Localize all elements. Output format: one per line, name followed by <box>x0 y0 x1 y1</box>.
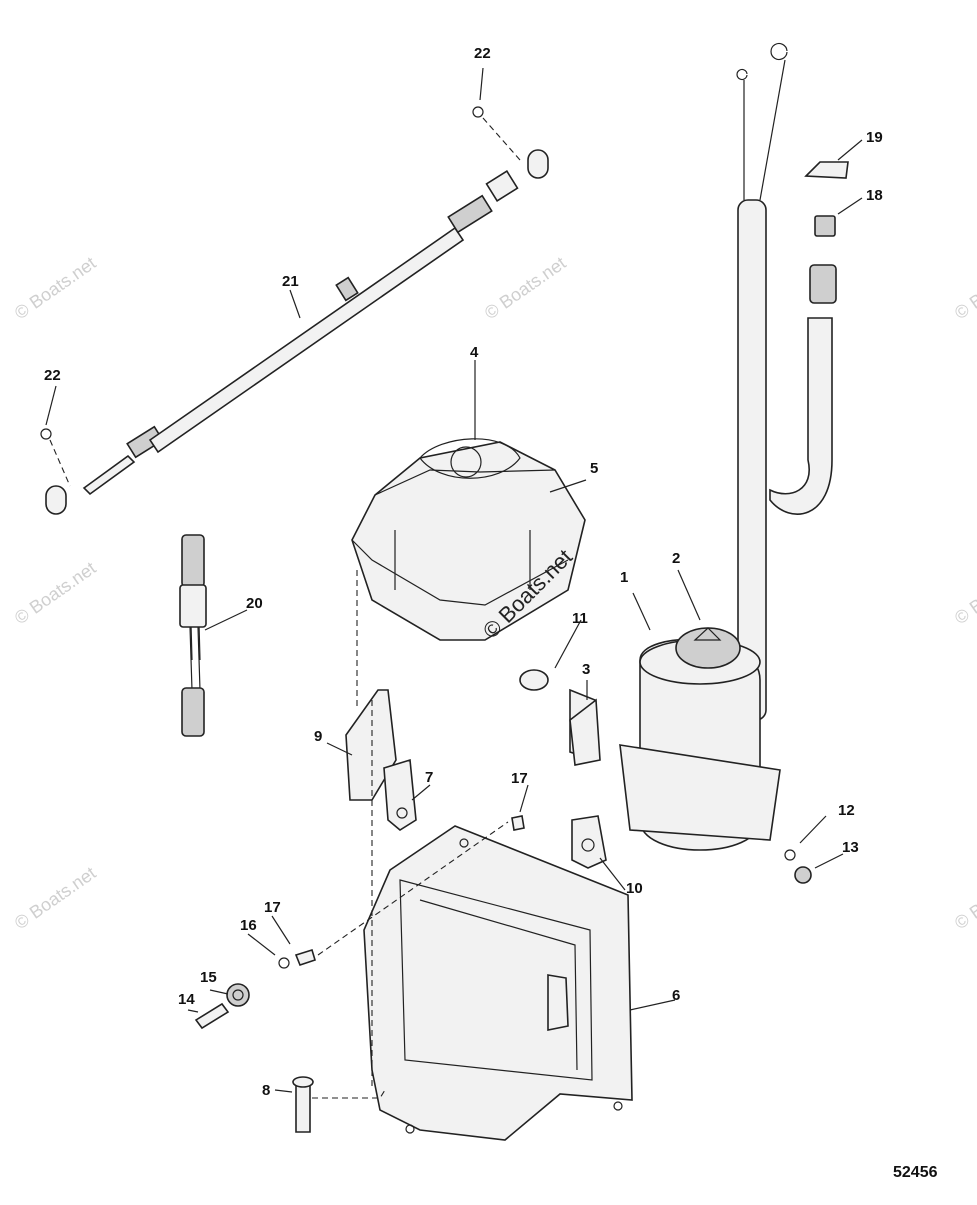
callout-label: 20 <box>246 595 263 612</box>
callout-label: 4 <box>470 344 479 361</box>
callout-label: 10 <box>626 880 643 897</box>
callout-label: 18 <box>866 187 883 204</box>
callout-label: 12 <box>838 802 855 819</box>
callout-label: 22 <box>474 45 491 62</box>
part-21-cable <box>40 106 549 515</box>
hardware <box>194 669 812 1133</box>
callout-label: 9 <box>314 728 322 745</box>
callout-label: 3 <box>582 661 590 678</box>
callout-label: 17 <box>264 899 281 916</box>
callout-label: 17 <box>511 770 528 787</box>
callout-label: 15 <box>200 969 217 986</box>
watermark-text: © Boats.net <box>11 863 100 933</box>
watermark-text: © Boats.net <box>481 253 570 323</box>
part-6-tray <box>363 700 633 1141</box>
watermark-text: © Boats.net <box>951 558 977 628</box>
callout-label: 5 <box>590 460 598 477</box>
part-1-2-pump <box>569 42 849 851</box>
callout-label: 19 <box>866 129 883 146</box>
callout-label: 6 <box>672 987 680 1004</box>
part-4-5-cover <box>351 438 586 710</box>
callout-label: 22 <box>44 367 61 384</box>
callout-label: 21 <box>282 273 299 290</box>
watermark-text: © Boats.net <box>951 253 977 323</box>
part-10-clip <box>571 815 607 869</box>
callouts: 1 2 3 4 5 6 7 8 9 10 11 12 13 14 15 16 1… <box>44 45 883 1099</box>
watermark-text: © Boats.net <box>951 863 977 933</box>
watermark-text: © Boats.net <box>11 253 100 323</box>
leader-lines <box>45 67 863 1093</box>
callout-label: 7 <box>425 769 433 786</box>
callout-label: 8 <box>262 1082 270 1099</box>
callout-label: 11 <box>572 610 588 627</box>
callout-label: 13 <box>842 839 859 856</box>
callout-label: 16 <box>240 917 257 934</box>
callout-label: 1 <box>620 569 628 586</box>
callout-label: 14 <box>178 991 195 1008</box>
part-7-clip <box>383 758 417 831</box>
watermark-text: © Boats.net <box>11 558 100 628</box>
callout-label: 2 <box>672 550 680 567</box>
part-20-harness <box>179 534 207 737</box>
figure-number: 52456 <box>893 1164 938 1181</box>
